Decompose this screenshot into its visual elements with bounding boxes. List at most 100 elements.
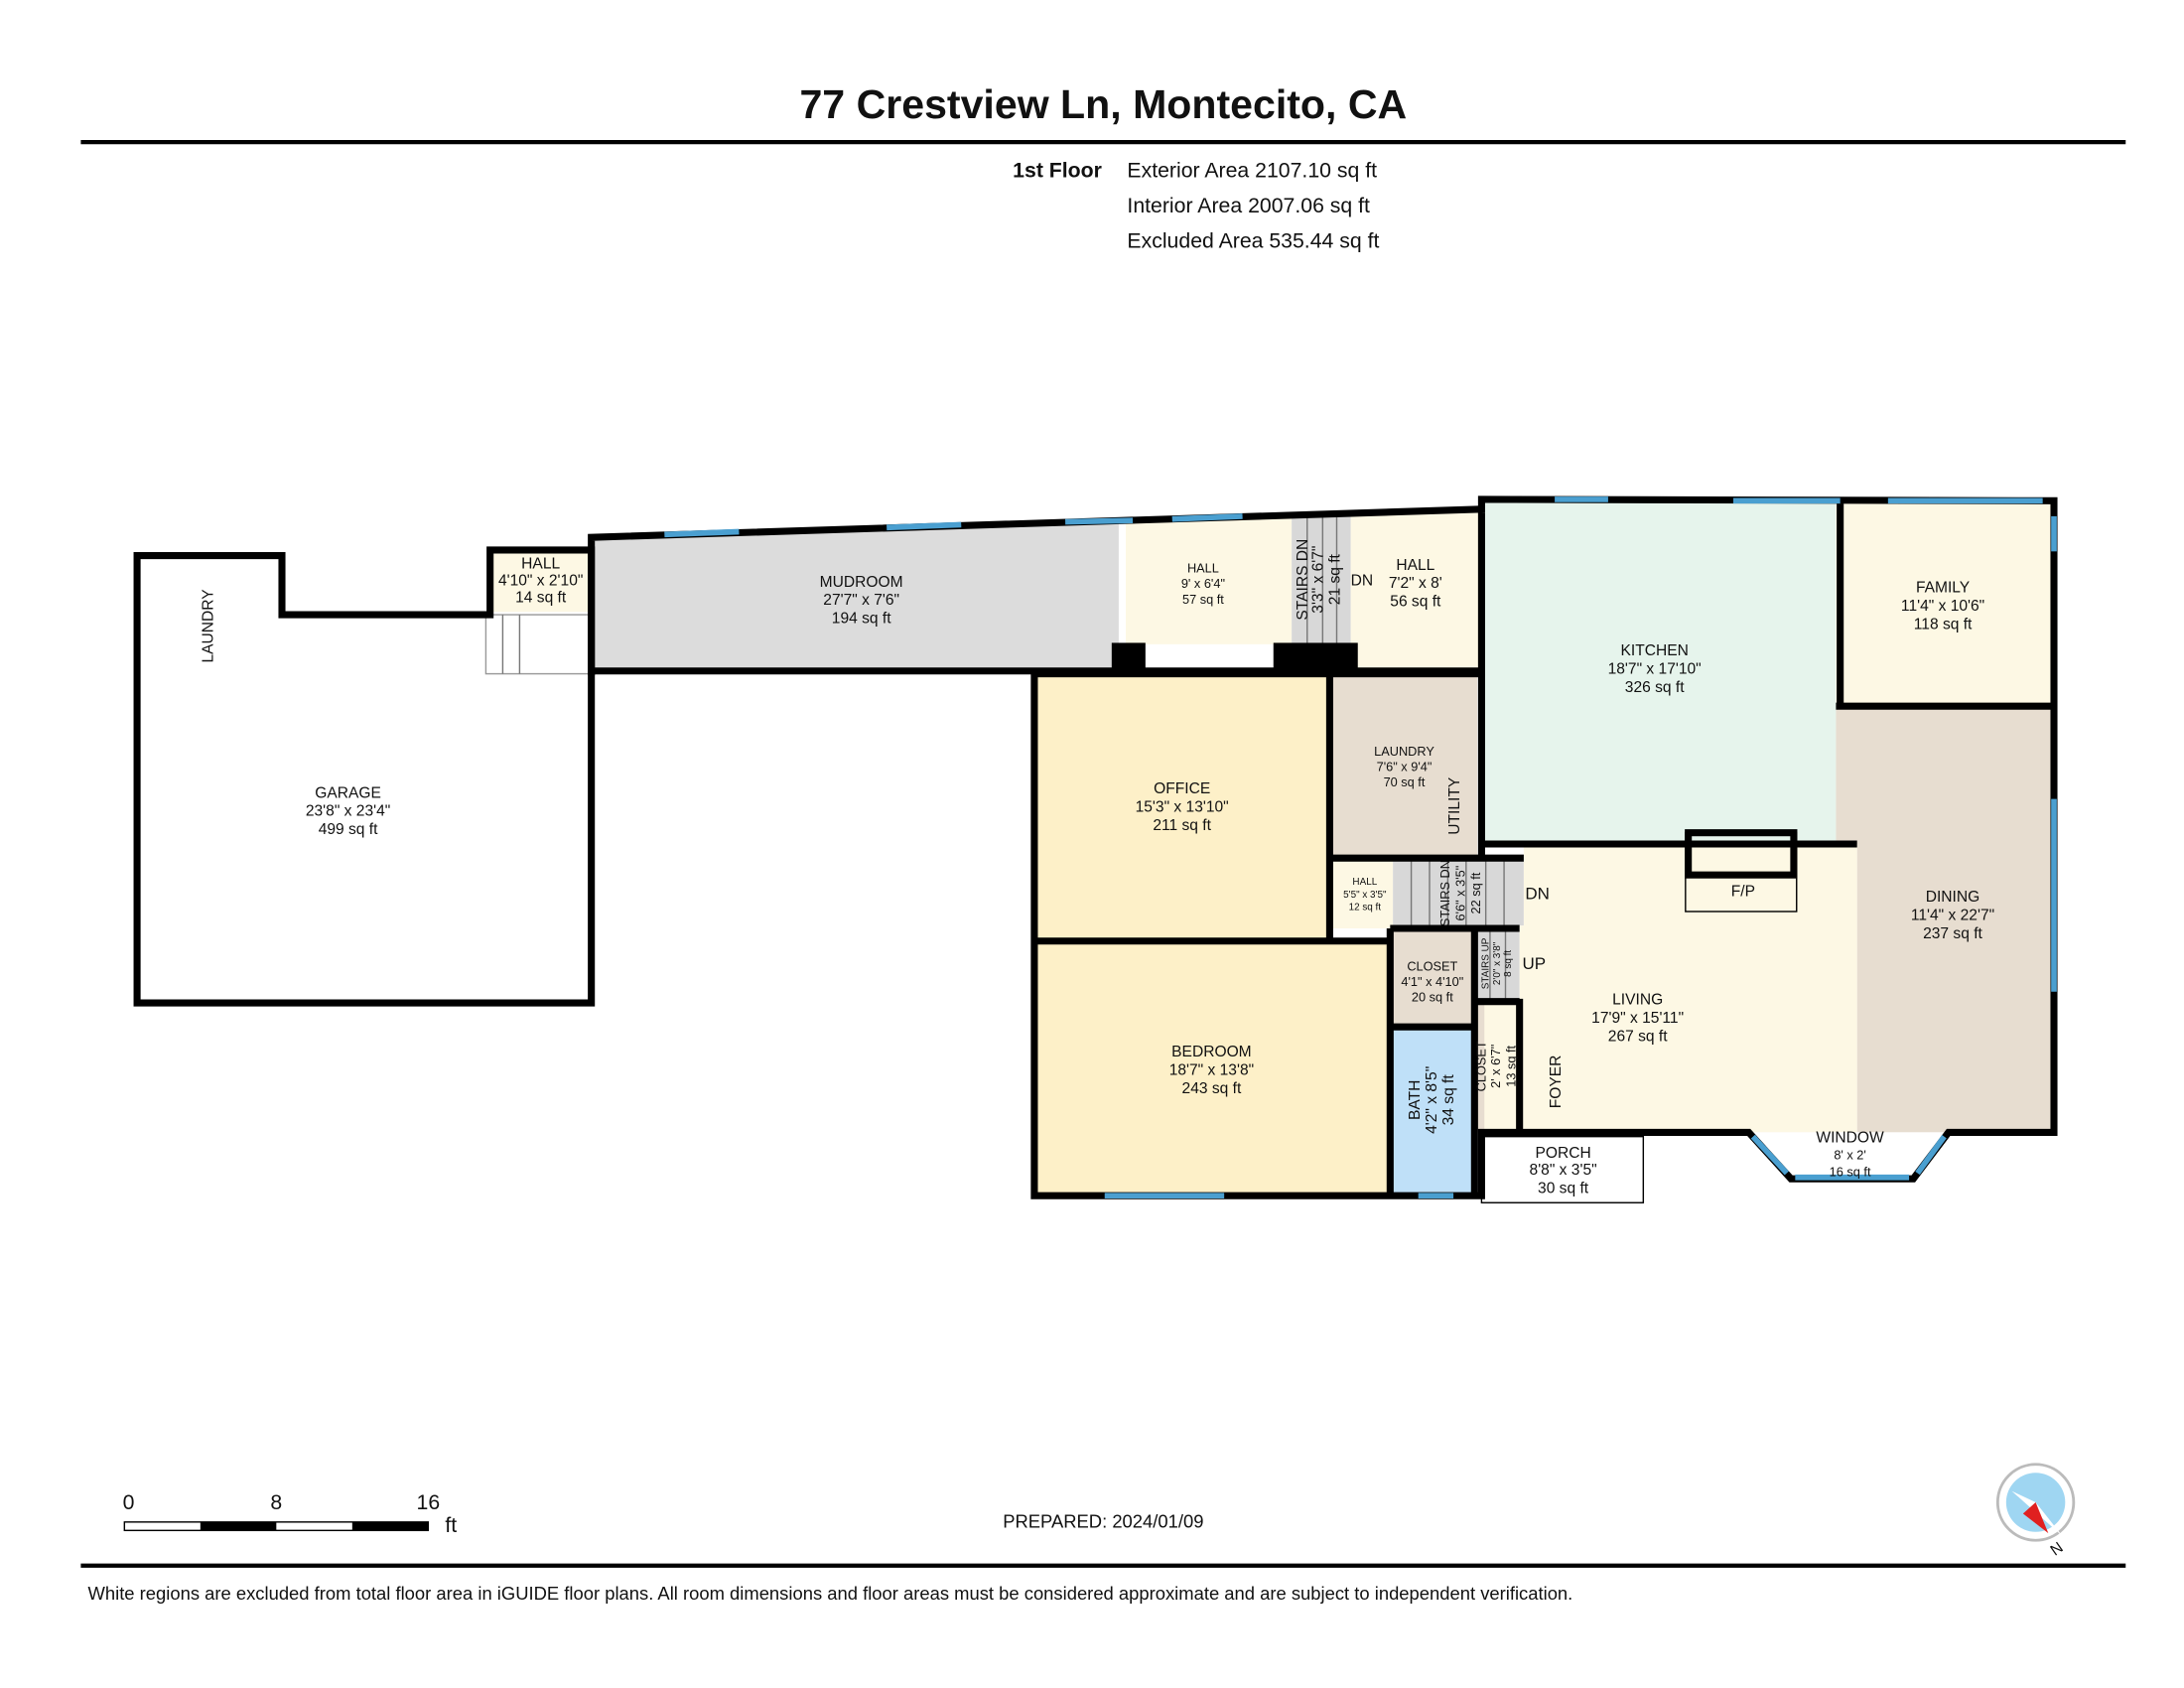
label-stairs-north-area: 21 sq ft — [1326, 553, 1343, 605]
room-hall-east — [1350, 510, 1482, 671]
scale-tick-8: 8 — [270, 1490, 282, 1514]
label-hall-west-name: HALL — [521, 555, 560, 572]
room-hall-west — [489, 549, 592, 613]
label-kitchen-dims: 18'7" x 17'10" — [1608, 661, 1702, 678]
label-mudroom-dims: 27'7" x 7'6" — [823, 592, 899, 609]
label-stairs-north-dir: DN — [1351, 572, 1374, 589]
label-hall-small-area: 12 sq ft — [1349, 903, 1382, 914]
label-stairs-up-dims: 2'0" x 3'8" — [1492, 941, 1503, 985]
label-hall-east-dims: 7'2" x 8' — [1389, 575, 1442, 592]
label-stairs-dn-dir: DN — [1525, 884, 1550, 903]
stairs-garage — [484, 614, 590, 675]
room-living — [1484, 844, 1857, 1133]
room-office — [1033, 673, 1330, 940]
label-garage-area: 499 sq ft — [319, 821, 378, 838]
label-mudroom-area: 194 sq ft — [832, 611, 891, 628]
label-bedroom-name: BEDROOM — [1171, 1044, 1252, 1060]
room-bath — [1390, 1027, 1475, 1196]
label-utility: UTILITY — [1446, 776, 1463, 835]
label-stairs-north-name: STAIRS DN — [1295, 539, 1311, 621]
floor-plan: LAUNDRY GARAGE 23'8" x 23'4" 499 sq ft H… — [133, 495, 2058, 1203]
label-garage-name: GARAGE — [315, 784, 381, 801]
label-window-name: WINDOW — [1816, 1129, 1884, 1146]
scale-bar: 0 8 16 ft — [123, 1490, 458, 1537]
room-hall-small — [1332, 861, 1394, 928]
stairs-up — [1474, 928, 1520, 999]
label-stairs-dn-area: 22 sq ft — [1468, 872, 1483, 914]
page-title: 77 Crestview Ln, Montecito, CA — [799, 81, 1407, 127]
label-hall-small-name: HALL — [1352, 877, 1377, 888]
label-living-name: LIVING — [1612, 992, 1663, 1009]
room-dining — [1836, 706, 2054, 1133]
label-laundry-name: LAUNDRY — [1374, 744, 1434, 759]
label-hall-north-dims: 9' x 6'4" — [1181, 576, 1225, 591]
room-family — [1836, 500, 2054, 707]
interior-area: Interior Area 2007.06 sq ft — [1127, 194, 1370, 217]
label-office-dims: 15'3" x 13'10" — [1136, 798, 1229, 815]
label-closet-a-area: 20 sq ft — [1412, 990, 1453, 1005]
label-laundry-area: 70 sq ft — [1384, 774, 1426, 789]
label-hall-west-dims: 4'10" x 2'10" — [498, 572, 583, 589]
label-bath-dims: 4'2" x 8'5" — [1424, 1066, 1440, 1134]
label-living-dims: 17'9" x 15'11" — [1591, 1010, 1684, 1027]
windows — [664, 496, 2057, 1198]
label-closet-b-area: 13 sq ft — [1503, 1045, 1518, 1086]
label-stairs-dn-dims: 6'6" x 3'5" — [1452, 866, 1467, 921]
label-window-area: 16 sq ft — [1830, 1164, 1871, 1179]
room-kitchen — [1481, 500, 1837, 844]
scale-tick-0: 0 — [123, 1490, 135, 1514]
label-dining-dims: 11'4" x 22'7" — [1911, 908, 1994, 924]
label-bedroom-dims: 18'7" x 13'8" — [1169, 1061, 1254, 1078]
window-bay — [1748, 1132, 1949, 1180]
footer-disclaimer: White regions are excluded from total fl… — [87, 1583, 1572, 1604]
label-hall-west-area: 14 sq ft — [515, 589, 567, 606]
label-hall-east-area: 56 sq ft — [1390, 594, 1441, 611]
label-closet-a-dims: 4'1" x 4'10" — [1401, 974, 1463, 989]
room-laundry — [1329, 673, 1478, 859]
label-office-name: OFFICE — [1154, 780, 1210, 797]
label-kitchen-name: KITCHEN — [1620, 642, 1688, 659]
label-porch-name: PORCH — [1535, 1145, 1590, 1162]
scale-tick-16: 16 — [417, 1490, 441, 1514]
room-labels: LAUNDRY GARAGE 23'8" x 23'4" 499 sq ft H… — [201, 539, 1995, 1197]
floor-label: 1st Floor — [1013, 159, 1102, 183]
compass-icon: N — [1995, 1463, 2076, 1560]
label-stairs-up-dir: UP — [1523, 954, 1547, 973]
label-mudroom-name: MUDROOM — [820, 574, 903, 591]
room-garage — [137, 555, 592, 1004]
label-porch-area: 30 sq ft — [1538, 1180, 1589, 1196]
label-stairs-dn-name: STAIRS DN — [1437, 860, 1452, 926]
label-hall-east-name: HALL — [1396, 557, 1434, 574]
label-bath-name: BATH — [1407, 1080, 1424, 1120]
label-kitchen-area: 326 sq ft — [1625, 679, 1685, 696]
label-living-area: 267 sq ft — [1608, 1028, 1668, 1045]
label-garage-dims: 23'8" x 23'4" — [306, 803, 390, 820]
label-family-name: FAMILY — [1916, 579, 1971, 596]
label-family-area: 118 sq ft — [1914, 616, 1973, 633]
label-laundry-dims: 7'6" x 9'4" — [1377, 759, 1433, 774]
label-porch-dims: 8'8" x 3'5" — [1530, 1162, 1597, 1179]
room-closet-a — [1390, 928, 1475, 1028]
stair-treads — [501, 515, 1507, 999]
stairs-dn — [1393, 861, 1524, 926]
label-window-dims: 8' x 2' — [1834, 1147, 1866, 1162]
label-hall-small-dims: 5'5" x 3'5" — [1343, 890, 1387, 901]
compass-north-label: N — [2048, 1539, 2067, 1559]
label-closet-b-name: CLOSET — [1474, 1041, 1489, 1091]
label-hall-north-name: HALL — [1187, 561, 1219, 576]
label-closet-a-name: CLOSET — [1407, 959, 1457, 974]
room-hall-north — [1126, 515, 1293, 644]
label-stairs-up-name: STAIRS UP — [1481, 937, 1492, 989]
label-bath-area: 34 sq ft — [1440, 1074, 1457, 1126]
label-garage-laundry: LAUNDRY — [201, 589, 217, 663]
label-closet-b-dims: 2' x 6'7" — [1488, 1045, 1503, 1088]
label-stairs-up-area: 8 sq ft — [1503, 950, 1514, 977]
label-fireplace: F/P — [1731, 883, 1755, 900]
label-dining-area: 237 sq ft — [1923, 925, 1982, 942]
label-foyer: FOYER — [1548, 1055, 1565, 1109]
room-mudroom — [591, 521, 1119, 671]
exterior-area: Exterior Area 2107.10 sq ft — [1127, 159, 1377, 183]
scale-unit: ft — [445, 1513, 457, 1537]
label-bedroom-area: 243 sq ft — [1182, 1080, 1242, 1097]
